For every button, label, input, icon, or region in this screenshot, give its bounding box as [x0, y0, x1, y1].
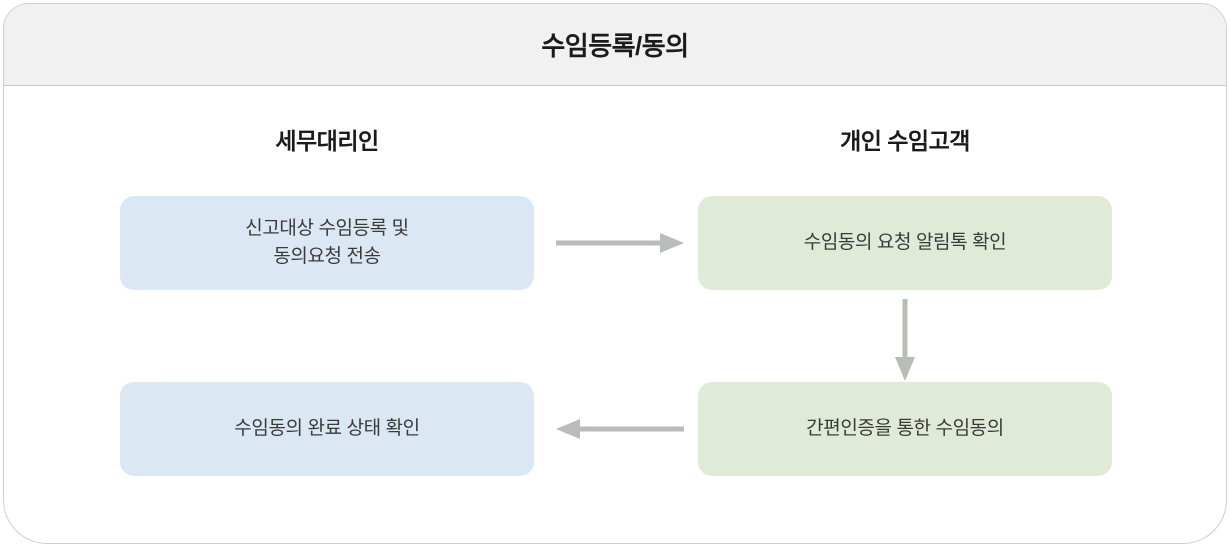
process-box-line: 신고대상 수임등록 및	[245, 218, 409, 240]
process-box-simple-auth-consent[interactable]: 간편인증을 통한 수임동의	[698, 382, 1112, 476]
process-box-check-alimtalk[interactable]: 수임동의 요청 알림톡 확인	[698, 196, 1112, 290]
panel-body: 세무대리인 개인 수임고객 신고대상 수임등록 및 동의요청 전송 수임동의 요…	[4, 87, 1226, 543]
arrow-right-icon	[556, 227, 684, 259]
process-box-line: 간편인증을 통한 수임동의	[806, 418, 1004, 440]
process-box-register-request[interactable]: 신고대상 수임등록 및 동의요청 전송	[120, 196, 534, 290]
column-heading-tax-agent: 세무대리인	[275, 128, 379, 154]
arrow-down-icon	[889, 299, 921, 381]
process-box-text: 신고대상 수임등록 및 동의요청 전송	[245, 215, 409, 270]
process-diagram-panel: 수임등록/동의 세무대리인 개인 수임고객 신고대상 수임등록 및 동의요청 전…	[3, 3, 1227, 544]
process-box-line: 동의요청 전송	[273, 246, 381, 267]
arrow-left-icon	[556, 413, 684, 445]
process-box-check-status[interactable]: 수임동의 완료 상태 확인	[120, 382, 534, 476]
column-heading-individual-client: 개인 수임고객	[840, 128, 970, 154]
page-title: 수임등록/동의	[541, 31, 689, 61]
panel-header: 수임등록/동의	[4, 4, 1226, 86]
process-box-line: 수임동의 완료 상태 확인	[234, 418, 420, 440]
process-box-line: 수임동의 요청 알림톡 확인	[803, 232, 1007, 254]
